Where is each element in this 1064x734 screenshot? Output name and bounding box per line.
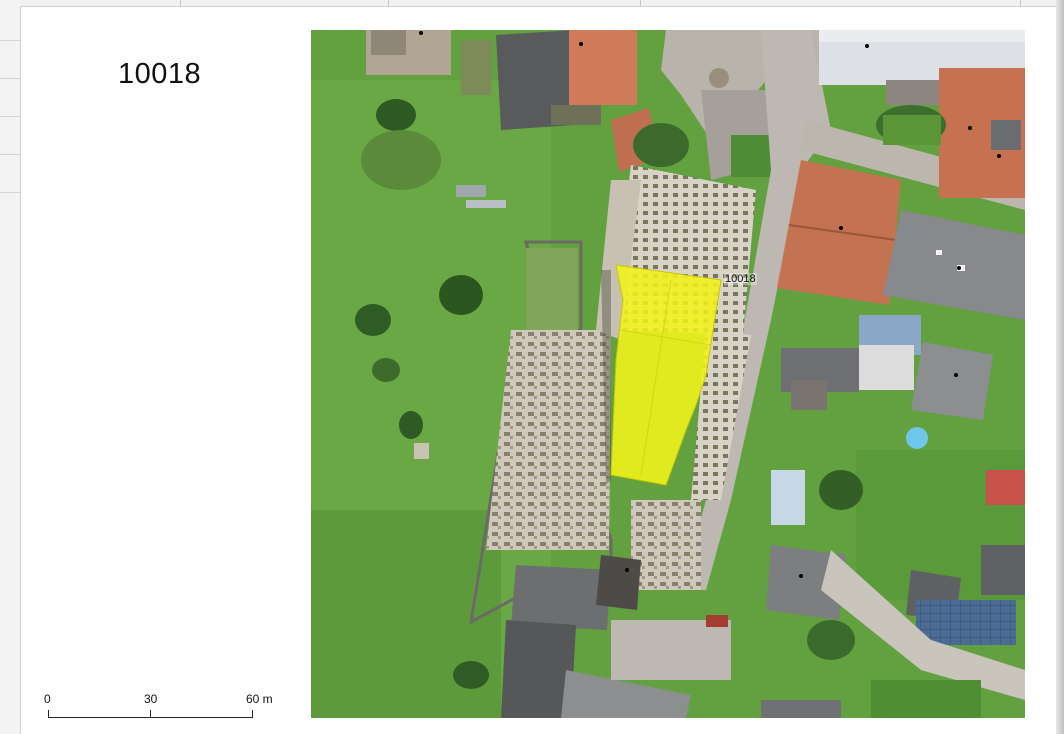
house-bottom-right: [766, 545, 846, 620]
house-grey-right: [911, 342, 993, 420]
building-markers: [419, 31, 1001, 578]
spreadsheet-row-strip: [0, 0, 21, 734]
spreadsheet-column-strip: [20, 0, 1064, 7]
shed-2: [466, 200, 506, 208]
pool: [906, 427, 928, 449]
building-bottom-center: [511, 565, 611, 630]
highlighted-parcel: [610, 264, 722, 486]
shed: [456, 185, 486, 197]
roof-grey-right: [883, 210, 1025, 320]
aerial-map[interactable]: 10018: [311, 30, 1025, 718]
small-hut: [414, 443, 429, 459]
scale-tick-60: [252, 710, 253, 718]
window-edge: [1056, 0, 1064, 734]
scale-tick-0: [48, 710, 49, 718]
scale-tick-30: [150, 710, 151, 718]
parcel-label: 10018: [724, 273, 757, 285]
greenhouse: [771, 470, 805, 525]
page-title: 10018: [118, 58, 202, 90]
cemetery-graves-west: [486, 330, 611, 550]
trees-left: [355, 99, 489, 689]
solar-roof: [916, 600, 1016, 645]
scale-label-60: 60 m: [246, 692, 273, 706]
scale-label-0: 0: [44, 692, 51, 706]
scale-bar: 0 30 60 m: [40, 688, 280, 728]
scale-label-30: 30: [144, 692, 158, 706]
cemetery-graves-south: [631, 500, 701, 590]
